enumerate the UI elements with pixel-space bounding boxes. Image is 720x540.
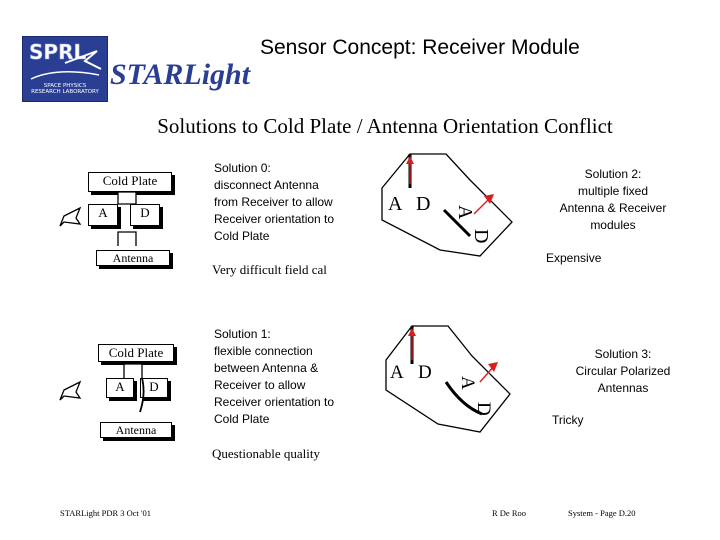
- hexagon-circular-polarized: A D A D: [385, 325, 511, 433]
- antenna-box: Antenna: [100, 422, 172, 438]
- footer-author: R De Roo: [492, 508, 526, 518]
- orientation-arrow-icon: [473, 197, 491, 215]
- solution2-text: Solution 2: multiple fixed Antenna & Rec…: [538, 166, 688, 234]
- cold-plate-mount-icon: [117, 191, 137, 205]
- logo-caption-line: RESEARCH LABORATORY: [31, 89, 99, 95]
- footer-page: System - Page D.20: [568, 508, 636, 518]
- rotation-arrow-icon: [59, 206, 82, 227]
- hex-d-rot-label: D: [473, 402, 494, 416]
- solution-line: Solution 1:: [214, 327, 271, 341]
- logo-caption: SPACE PHYSICS RESEARCH LABORATORY: [25, 83, 105, 95]
- slide-subtitle: Solutions to Cold Plate / Antenna Orient…: [157, 114, 613, 138]
- solution-line: between Antenna &: [214, 361, 319, 375]
- solution-line: Circular Polarized: [575, 364, 671, 378]
- antenna-port-a: A: [88, 204, 118, 226]
- solution-line: Receiver orientation to: [214, 212, 335, 226]
- solution-line: flexible connection: [214, 344, 313, 358]
- hex-d-rot-label: D: [470, 229, 492, 243]
- hex-a-rot-label: A: [454, 205, 476, 220]
- port-d-label: D: [140, 205, 150, 220]
- antenna-box: Antenna: [96, 250, 170, 266]
- port-a-label: A: [98, 205, 108, 220]
- solution-line: Receiver to allow: [214, 378, 306, 392]
- antenna-mount-icon: [117, 231, 137, 246]
- arrow-head-icon: [408, 328, 416, 336]
- orbit-arc-icon: [30, 71, 100, 80]
- cold-plate-label: Cold Plate: [108, 345, 164, 360]
- hexagon-outline: [381, 153, 513, 257]
- bottom-diagram-connectors: [59, 363, 145, 413]
- solution2-note: Expensive: [546, 251, 602, 265]
- port-d-label: D: [149, 379, 159, 394]
- solution1-text: Solution 1: flexible connection between …: [214, 326, 334, 428]
- starlight-logo-text: STARLight: [110, 58, 251, 91]
- solution-line: Antennas: [597, 381, 649, 395]
- solution3-text: Solution 3: Circular Polarized Antennas: [548, 346, 698, 397]
- solution1-note: Questionable quality: [212, 446, 320, 461]
- top-diagram-connectors: [59, 191, 137, 246]
- hex-a-label: A: [388, 193, 403, 215]
- flexible-cable-icon: [444, 381, 483, 416]
- sprl-logo: SPRL SPACE PHYSICS RESEARCH LABORATORY: [22, 36, 108, 102]
- logo-caption-line: SPACE PHYSICS: [43, 83, 87, 89]
- hex-d-label: D: [418, 362, 432, 383]
- footer-left: STARLight PDR 3 Oct '01: [60, 508, 152, 518]
- arrow-head-icon: [484, 194, 494, 204]
- solution-line: Solution 3:: [594, 347, 652, 361]
- page-title: Sensor Concept: Receiver Module: [260, 36, 580, 59]
- cold-plate-label: Cold Plate: [102, 173, 158, 188]
- sprl-logo-letters: SPRL: [29, 40, 102, 80]
- hex-a-rot-label: A: [457, 376, 478, 390]
- solution-line: Cold Plate: [214, 412, 270, 426]
- solution-line: from Receiver to allow: [214, 195, 333, 209]
- module-divider: [442, 208, 472, 238]
- solution-line: Receiver orientation to: [214, 395, 335, 409]
- arrow-head-icon: [406, 156, 414, 164]
- antenna-label: Antenna: [112, 251, 154, 265]
- receiver-port-d: D: [140, 378, 168, 398]
- hex-a-label: A: [390, 362, 404, 383]
- solution-line: Antenna & Receiver: [559, 201, 667, 215]
- receiver-port-d: D: [130, 204, 160, 226]
- logo-letters-top: SPRL: [29, 40, 86, 64]
- solution-line: Cold Plate: [214, 229, 270, 243]
- arrow-head-icon: [488, 362, 498, 372]
- antenna-port-a: A: [106, 378, 134, 398]
- solution0-note: Very difficult field cal: [212, 262, 327, 277]
- hexagon-multiple-modules: A D A D: [381, 153, 513, 257]
- solution-line: Solution 0:: [214, 161, 271, 175]
- solution-line: modules: [590, 218, 636, 232]
- solution-line: disconnect Antenna: [214, 178, 319, 192]
- hexagon-outline: [385, 325, 511, 433]
- satellite-icon: [64, 50, 102, 70]
- cold-plate-mount-icon: [123, 363, 143, 378]
- antenna-label: Antenna: [115, 423, 157, 437]
- flexible-cable-icon: [139, 377, 145, 413]
- rotation-arrow-icon: [59, 380, 82, 401]
- solution-line: multiple fixed: [577, 184, 649, 198]
- cold-plate-box: Cold Plate: [88, 172, 172, 192]
- solution-line: Solution 2:: [584, 167, 642, 181]
- port-a-label: A: [115, 379, 125, 394]
- solution3-note: Tricky: [552, 413, 584, 427]
- hex-d-label: D: [416, 193, 430, 215]
- cold-plate-box: Cold Plate: [98, 344, 174, 362]
- solution0-text: Solution 0: disconnect Antenna from Rece…: [214, 160, 334, 245]
